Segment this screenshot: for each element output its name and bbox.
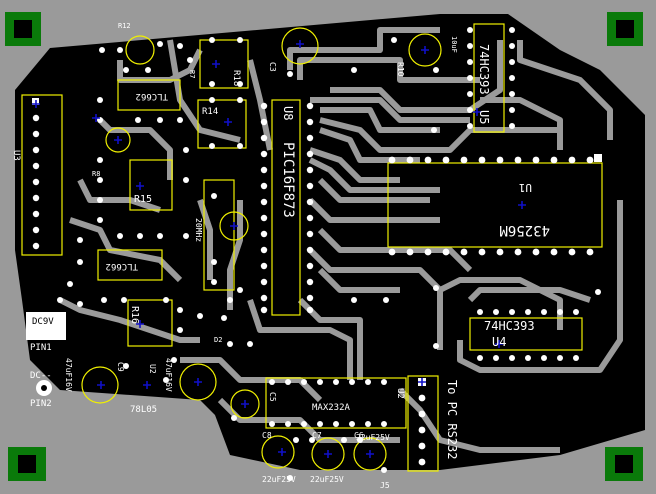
label-r18: R18 — [231, 70, 241, 86]
label-c10: 10uF — [450, 36, 458, 53]
label-u7-part: TLC662 — [105, 261, 138, 271]
label-u3: U3 — [11, 150, 21, 161]
label-78l05: 78L05 — [130, 405, 157, 415]
label-c47b: 47uF16V — [164, 358, 173, 392]
label-u2-part: MAX232A — [312, 403, 351, 413]
label-u4-part: 74HC393 — [484, 319, 535, 333]
label-u2: U2 — [395, 388, 405, 399]
label-dc-minus: DC-- — [30, 371, 52, 381]
label-r8: R8 — [92, 170, 100, 178]
label-c7: C7 — [312, 431, 322, 440]
label-c47a: 47uF16V — [64, 358, 73, 392]
silk-outlines — [21, 23, 603, 472]
trace-layer — [58, 27, 623, 453]
label-r10: R10 — [396, 62, 405, 77]
label-c22c: 22uF25V — [356, 433, 390, 442]
label-j5: J5 — [380, 481, 390, 490]
label-u5-part: 74HC393 — [477, 44, 491, 95]
label-c6: C6 — [354, 431, 364, 440]
label-u1: U1 — [519, 181, 532, 194]
label-u2-reg: U2 — [148, 364, 157, 374]
label-c3: C3 — [268, 62, 277, 72]
label-r14: R14 — [202, 107, 218, 117]
label-d2: D2 — [214, 336, 222, 344]
label-c22a: 22uF25V — [262, 475, 296, 484]
label-c5: C5 — [268, 392, 277, 402]
label-u1-part: 43256M — [499, 222, 550, 238]
via-markers — [32, 40, 526, 458]
label-pin1: PIN1 — [30, 343, 52, 353]
label-to-pc: To PC RS232 — [445, 380, 459, 459]
label-r12: R12 — [118, 22, 131, 30]
label-u6-part: TLC662 — [135, 91, 168, 101]
label-c8: C8 — [262, 431, 272, 440]
label-u8-part: PIC16F873 — [280, 142, 296, 218]
label-r16: R16 — [129, 306, 140, 324]
label-c22b: 22uF25V — [310, 475, 344, 484]
label-c9: C9 — [116, 362, 125, 372]
label-pin2: PIN2 — [30, 399, 52, 409]
label-xtal: 20MHz — [194, 218, 203, 242]
label-r7: R7 — [188, 70, 196, 78]
label-u8: U8 — [281, 106, 295, 120]
label-u5: U5 — [477, 110, 491, 124]
ic-pads — [32, 27, 602, 481]
label-dc9v: DC9V — [32, 317, 54, 327]
label-r15: R15 — [134, 194, 152, 205]
label-u4: U4 — [492, 335, 506, 349]
